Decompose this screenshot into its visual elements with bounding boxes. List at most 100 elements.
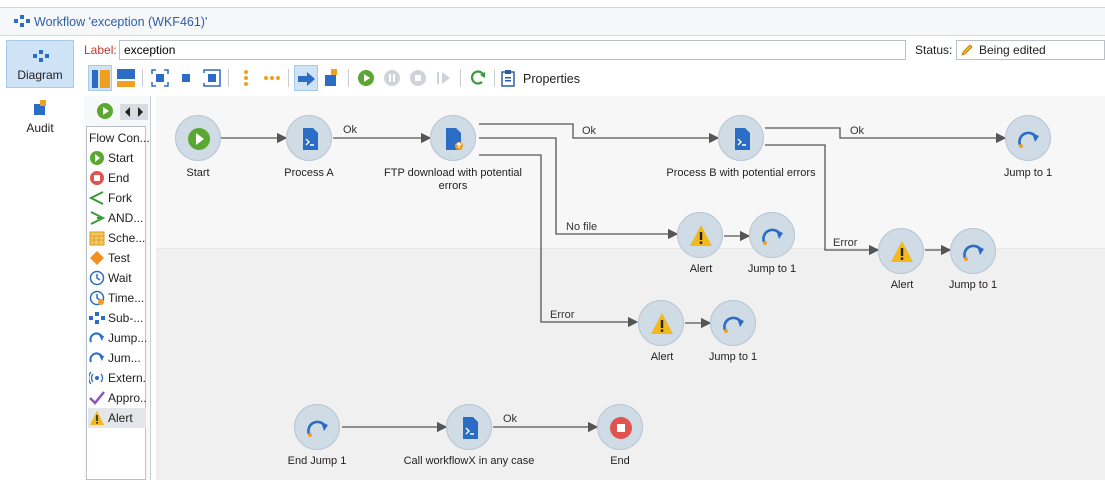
timer-icon	[89, 290, 105, 306]
nav-audit-button[interactable]: Audit	[6, 92, 74, 140]
zoom-select-button[interactable]	[200, 65, 224, 91]
palette-item-label: Extern...	[108, 371, 146, 385]
zoom-select-icon	[203, 69, 221, 87]
palette-item-label: Time...	[108, 291, 145, 305]
connect-arrow-icon	[298, 72, 315, 86]
node-jump-ftp-error[interactable]	[710, 300, 756, 346]
end-icon	[610, 417, 632, 439]
node-alert-nofile[interactable]	[677, 212, 723, 258]
scroll-left-right-icon	[125, 107, 143, 117]
approval-icon	[89, 391, 105, 405]
node-label: Jump to 1	[948, 279, 998, 291]
palette-item-start[interactable]: Start	[88, 148, 146, 168]
node-label: Jump to 1	[747, 263, 797, 275]
node-end[interactable]	[597, 404, 643, 450]
jump-icon	[307, 420, 328, 437]
label-caption: Label:	[84, 43, 117, 57]
palette-item-test[interactable]: Test	[88, 248, 146, 268]
activity-icon	[325, 69, 337, 86]
palette-item-wait[interactable]: Wait	[88, 268, 146, 288]
palette-item-jump-start[interactable]: Jump...	[88, 328, 146, 348]
pause-button[interactable]	[380, 65, 404, 91]
node-ftp-download[interactable]	[430, 115, 476, 161]
alert-icon	[651, 313, 673, 334]
align-vertical-button[interactable]	[234, 65, 258, 91]
node-process-b[interactable]	[718, 115, 764, 161]
start-button[interactable]	[354, 65, 378, 91]
node-start[interactable]	[175, 115, 221, 161]
label-input[interactable]	[119, 40, 906, 60]
node-call-workflow[interactable]	[446, 404, 492, 450]
pause-icon	[384, 70, 400, 86]
edge-process-b-jump	[765, 127, 1007, 144]
node-label: errors	[438, 180, 468, 192]
palette-item-alert[interactable]: Alert	[88, 408, 146, 428]
node-label: Start	[186, 167, 210, 179]
layout-vertical-button[interactable]	[88, 65, 112, 91]
node-label: FTP download with potential	[384, 167, 522, 179]
jump-icon	[963, 244, 984, 261]
activity-properties-button[interactable]	[320, 65, 344, 91]
title-bar	[0, 8, 1105, 36]
stop-button[interactable]	[406, 65, 430, 91]
palette-item-label: Wait	[108, 271, 132, 285]
node-jump-top[interactable]	[1005, 115, 1051, 161]
palette-item-fork[interactable]: Fork	[88, 188, 146, 208]
nav-diagram-button[interactable]: Diagram	[6, 40, 74, 88]
edge-label-ok: Ok	[850, 125, 865, 137]
actual-size-button[interactable]	[174, 65, 198, 91]
properties-label[interactable]: Properties	[523, 72, 580, 86]
alert-icon	[90, 411, 104, 425]
node-label: Call workflowX in any case	[403, 455, 535, 467]
node-label: Alert	[650, 351, 674, 363]
nav-diagram-label: Diagram	[17, 68, 63, 82]
zoom-fit-button[interactable]	[148, 65, 172, 91]
toolbar	[84, 65, 1105, 93]
step-icon	[437, 72, 450, 84]
step-button[interactable]	[432, 65, 456, 91]
edge-label-error: Error	[833, 237, 858, 249]
palette-item-and-join[interactable]: AND...	[88, 208, 146, 228]
window-top-border	[0, 0, 1105, 8]
palette-item-label: End	[108, 171, 130, 185]
node-alert-b-error[interactable]	[878, 228, 924, 274]
node-jump-nofile[interactable]	[749, 212, 795, 258]
edge-ftp-process-b	[479, 123, 720, 144]
play-icon	[358, 70, 374, 86]
layout-horizontal-button[interactable]	[114, 65, 138, 91]
palette-item-label: Fork	[108, 191, 132, 205]
audit-icon	[34, 100, 46, 115]
test-icon	[90, 251, 104, 265]
palette-item-external-signal[interactable]: Extern...	[88, 368, 146, 388]
align-horizontal-button[interactable]	[260, 65, 284, 91]
palette-item-label: Test	[108, 251, 131, 265]
node-alert-ftp-error[interactable]	[638, 300, 684, 346]
node-jump-b-error[interactable]	[950, 228, 996, 274]
palette-item-timer[interactable]: Time...	[88, 288, 146, 308]
edge-ftp-nofile	[479, 137, 679, 240]
layout-horizontal-icon	[117, 69, 135, 87]
palette-item-end[interactable]: End	[88, 168, 146, 188]
refresh-button[interactable]	[466, 65, 490, 91]
end-icon	[90, 171, 104, 185]
palette-item-scheduler[interactable]: Sche...	[88, 228, 146, 248]
palette-item-subworkflow[interactable]: Sub-...	[88, 308, 146, 328]
palette-start-icon[interactable]	[96, 102, 114, 120]
start-icon	[90, 151, 104, 165]
node-end-jump[interactable]	[294, 404, 340, 450]
status-value: Being edited	[979, 43, 1046, 57]
subworkflow-icon	[89, 312, 105, 324]
node-process-a[interactable]	[286, 115, 332, 161]
wait-icon	[89, 270, 105, 286]
workflow-icon	[14, 15, 30, 27]
connect-mode-button[interactable]	[294, 65, 318, 91]
palette-scroll-arrows[interactable]	[120, 104, 148, 120]
properties-button[interactable]	[498, 65, 522, 91]
jump-icon	[762, 228, 783, 245]
node-label: Process B with potential errors	[666, 167, 816, 179]
palette-tab-header[interactable]: Flow Con...	[89, 131, 150, 145]
palette-item-jump-end[interactable]: Jum...	[88, 348, 146, 368]
scheduler-icon	[89, 231, 105, 246]
alert-icon	[690, 225, 712, 246]
palette-item-approval[interactable]: Appro...	[88, 388, 146, 408]
